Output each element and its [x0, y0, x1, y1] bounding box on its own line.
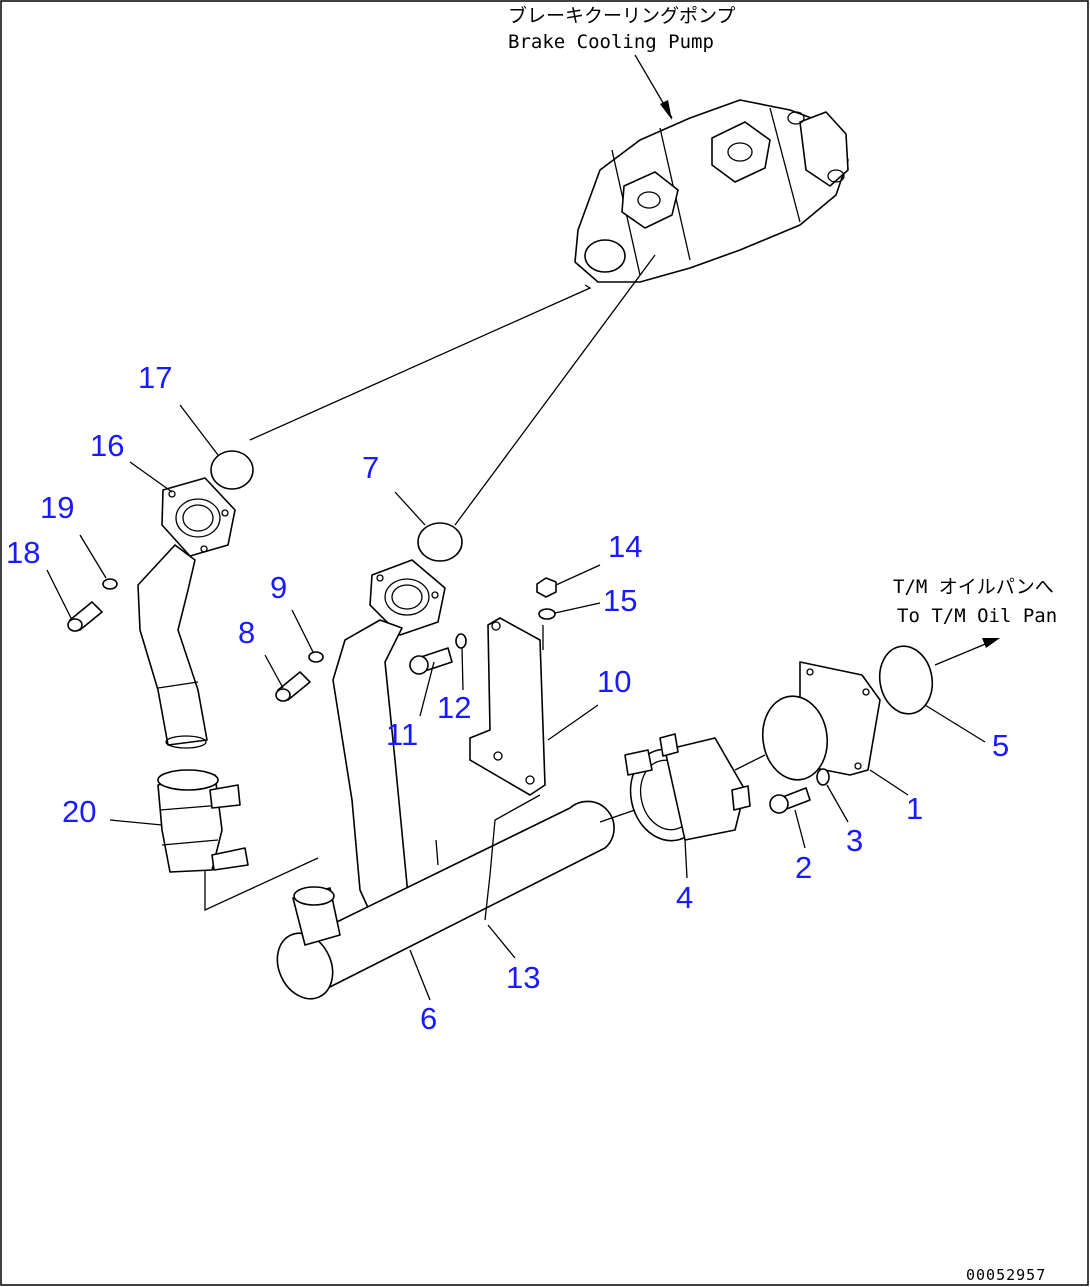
- note-pump-en: Brake Cooling Pump: [508, 31, 714, 53]
- brake-cooling-pump: [574, 99, 849, 283]
- pan-arrow-head: [982, 638, 1000, 648]
- washer-3: [816, 768, 830, 786]
- main-pipe-6: [276, 800, 615, 1000]
- callout-6: 6: [420, 1001, 437, 1036]
- washer-19: [102, 578, 118, 590]
- coupling-4: [624, 733, 751, 842]
- hose-link: [204, 857, 319, 912]
- bolt-11: [409, 647, 453, 675]
- pump-leader-7: [454, 254, 656, 526]
- callout-17: 17: [138, 360, 172, 395]
- washer-12: [455, 633, 467, 649]
- pump-arrow-head: [660, 100, 672, 120]
- leader-17: [179, 404, 219, 456]
- callout-8: 8: [238, 615, 255, 650]
- note-pan-en: To T/M Oil Pan: [897, 605, 1057, 627]
- callout-10: 10: [597, 664, 631, 699]
- callout-4: 4: [676, 880, 693, 915]
- washer-15: [538, 608, 556, 620]
- flange-elbow-1: [761, 661, 881, 781]
- leader-16: [129, 461, 173, 493]
- left-elbow-tube: [137, 477, 236, 749]
- leader-10: [547, 704, 599, 741]
- leader-14: [555, 564, 601, 586]
- bolt-8: [275, 671, 311, 702]
- callout-20: 20: [62, 794, 96, 829]
- note-pump-jp: ブレーキクーリングポンプ: [508, 4, 735, 27]
- axis-coupling-flange: [734, 754, 766, 771]
- callout-19: 19: [40, 490, 74, 525]
- leader-20: [109, 819, 163, 826]
- leader-5: [924, 704, 986, 743]
- axis-pipe-coupling: [599, 809, 636, 823]
- callout-16: 16: [90, 428, 124, 463]
- callout-1: 1: [906, 791, 923, 826]
- leader-4: [684, 839, 688, 879]
- right-elbow-tube: [332, 559, 446, 913]
- o-ring-7: [417, 522, 463, 562]
- callout-14: 14: [608, 529, 642, 564]
- callout-18: 18: [6, 535, 40, 570]
- pump-leader-17: [249, 284, 592, 441]
- callout-7: 7: [362, 450, 379, 485]
- callout-11: 11: [386, 717, 418, 752]
- hose-20: [157, 769, 249, 873]
- bracket-10: [469, 617, 546, 796]
- callout-5: 5: [992, 728, 1009, 763]
- leader-3: [826, 784, 849, 823]
- leader-13: [487, 924, 516, 959]
- callout-3: 3: [846, 823, 863, 858]
- leader-7: [394, 491, 426, 526]
- leader-15: [554, 602, 601, 614]
- callout-15: 15: [603, 583, 637, 618]
- callout-9: 9: [270, 570, 287, 605]
- leader-1: [869, 769, 909, 796]
- leader-8: [264, 654, 284, 689]
- o-ring-17: [210, 450, 254, 490]
- leader-18: [46, 569, 73, 621]
- note-pan-jp: T/M オイルパンへ: [893, 576, 1054, 598]
- leader-6: [409, 949, 431, 1001]
- bolt-2: [769, 787, 811, 814]
- callout-13: 13: [506, 960, 540, 995]
- leader-11: [419, 661, 435, 717]
- callout-12: 12: [437, 690, 471, 725]
- axis-bracket-pipe: [489, 794, 541, 876]
- leader-9: [291, 609, 314, 653]
- callout-2: 2: [795, 850, 812, 885]
- document-id: 00052957: [966, 1266, 1046, 1284]
- bolt-18: [67, 601, 103, 632]
- nut-14: [536, 577, 557, 598]
- leader-19: [79, 534, 107, 579]
- washer-9: [308, 651, 324, 663]
- leader-12: [461, 647, 464, 691]
- o-ring-5: [878, 645, 934, 715]
- leader-2: [794, 809, 806, 849]
